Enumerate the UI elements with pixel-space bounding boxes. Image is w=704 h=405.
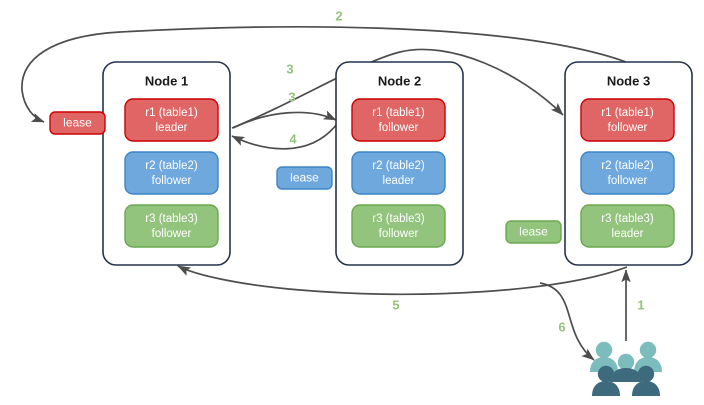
client-users-icon[interactable] <box>590 341 662 396</box>
node-3-replica-r2[interactable]: r2 (table2) follower <box>580 151 675 195</box>
step-label-5: 5 <box>392 297 399 312</box>
user-head-back-right <box>639 341 657 359</box>
flow-arrow-3-upper <box>231 48 564 129</box>
node-1-replica-r2[interactable]: r2 (table2) follower <box>124 151 219 195</box>
replica-line2: leader <box>612 228 644 240</box>
lease-table2[interactable]: lease <box>276 166 333 190</box>
node-1-replica-r1[interactable]: r1 (table1) leader <box>124 98 219 142</box>
replica-line2: follower <box>379 228 419 240</box>
replica-line2: leader <box>156 122 188 134</box>
lease-badge-red <box>49 111 106 135</box>
lease-label: lease <box>519 225 548 239</box>
lease-label: lease <box>63 116 92 130</box>
replica-box-blue <box>124 151 219 195</box>
lease-badge-green <box>505 220 562 244</box>
user-head-front-right <box>637 365 655 383</box>
replica-line1: r1 (table1) <box>145 107 198 119</box>
user-body-front-center <box>610 368 642 382</box>
node-3-title: Node 3 <box>607 73 650 88</box>
replica-line1: r3 (table3) <box>372 213 425 225</box>
node-2-title: Node 2 <box>378 73 421 88</box>
replica-line2: follower <box>608 122 648 134</box>
node-3-replica-r1[interactable]: r1 (table1) follower <box>580 98 675 142</box>
flow-arrow-5 <box>177 265 628 296</box>
node-1-title: Node 1 <box>145 73 188 88</box>
replica-line1: r3 (table3) <box>601 213 654 225</box>
replica-line2: follower <box>379 122 419 134</box>
replica-line1: r1 (table1) <box>372 107 425 119</box>
node-3[interactable]: Node 3 r1 (table1) follower r2 (table2) … <box>564 61 693 266</box>
node-2-replica-r3[interactable]: r3 (table3) follower <box>351 204 446 248</box>
replica-box-green <box>124 204 219 248</box>
replica-line1: r2 (table2) <box>145 160 198 172</box>
node-3-replica-r3[interactable]: r3 (table3) leader <box>580 204 675 248</box>
replica-box-red <box>124 98 219 142</box>
user-head-middle <box>617 353 635 371</box>
user-body-front-right <box>632 381 660 396</box>
step-label-6: 6 <box>558 319 565 334</box>
replica-box-blue <box>580 151 675 195</box>
flow-arrow-2 <box>21 26 627 123</box>
flow-arrow-6 <box>539 282 595 361</box>
replica-line1: r2 (table2) <box>372 160 425 172</box>
replica-line2: follower <box>152 175 192 187</box>
flow-arrow-4 <box>231 123 338 150</box>
step-label-1: 1 <box>637 297 644 312</box>
replica-box-blue <box>351 151 446 195</box>
lease-badge-blue <box>276 166 333 190</box>
replica-box-red <box>580 98 675 142</box>
lease-table3[interactable]: lease <box>505 220 562 244</box>
replica-line2: follower <box>608 175 648 187</box>
replica-line1: r3 (table3) <box>145 213 198 225</box>
replica-line2: follower <box>152 228 192 240</box>
user-head-back-left <box>595 341 613 359</box>
node-2[interactable]: Node 2 r1 (table1) follower r2 (table2) … <box>335 61 464 266</box>
node-2-replica-r2[interactable]: r2 (table2) leader <box>351 151 446 195</box>
user-body-front-left <box>592 381 620 396</box>
step-label-4: 4 <box>289 131 297 146</box>
flow-arrow-3-lower <box>232 110 337 129</box>
step-label-2: 2 <box>335 8 342 23</box>
replica-line2: leader <box>383 175 415 187</box>
replica-box-green <box>580 204 675 248</box>
node-2-replica-r1[interactable]: r1 (table1) follower <box>351 98 446 142</box>
step-label-3a: 3 <box>286 61 293 76</box>
replica-box-green <box>351 204 446 248</box>
lease-label: lease <box>290 171 319 185</box>
lease-table1[interactable]: lease <box>49 111 106 135</box>
replica-line1: r2 (table2) <box>601 160 654 172</box>
node-1-replica-r3[interactable]: r3 (table3) follower <box>124 204 219 248</box>
node-1[interactable]: Node 1 r1 (table1) leader r2 (table2) fo… <box>102 61 231 266</box>
step-label-3b: 3 <box>288 89 295 104</box>
replica-box-red <box>351 98 446 142</box>
replica-line1: r1 (table1) <box>601 107 654 119</box>
user-head-front-left <box>597 365 615 383</box>
